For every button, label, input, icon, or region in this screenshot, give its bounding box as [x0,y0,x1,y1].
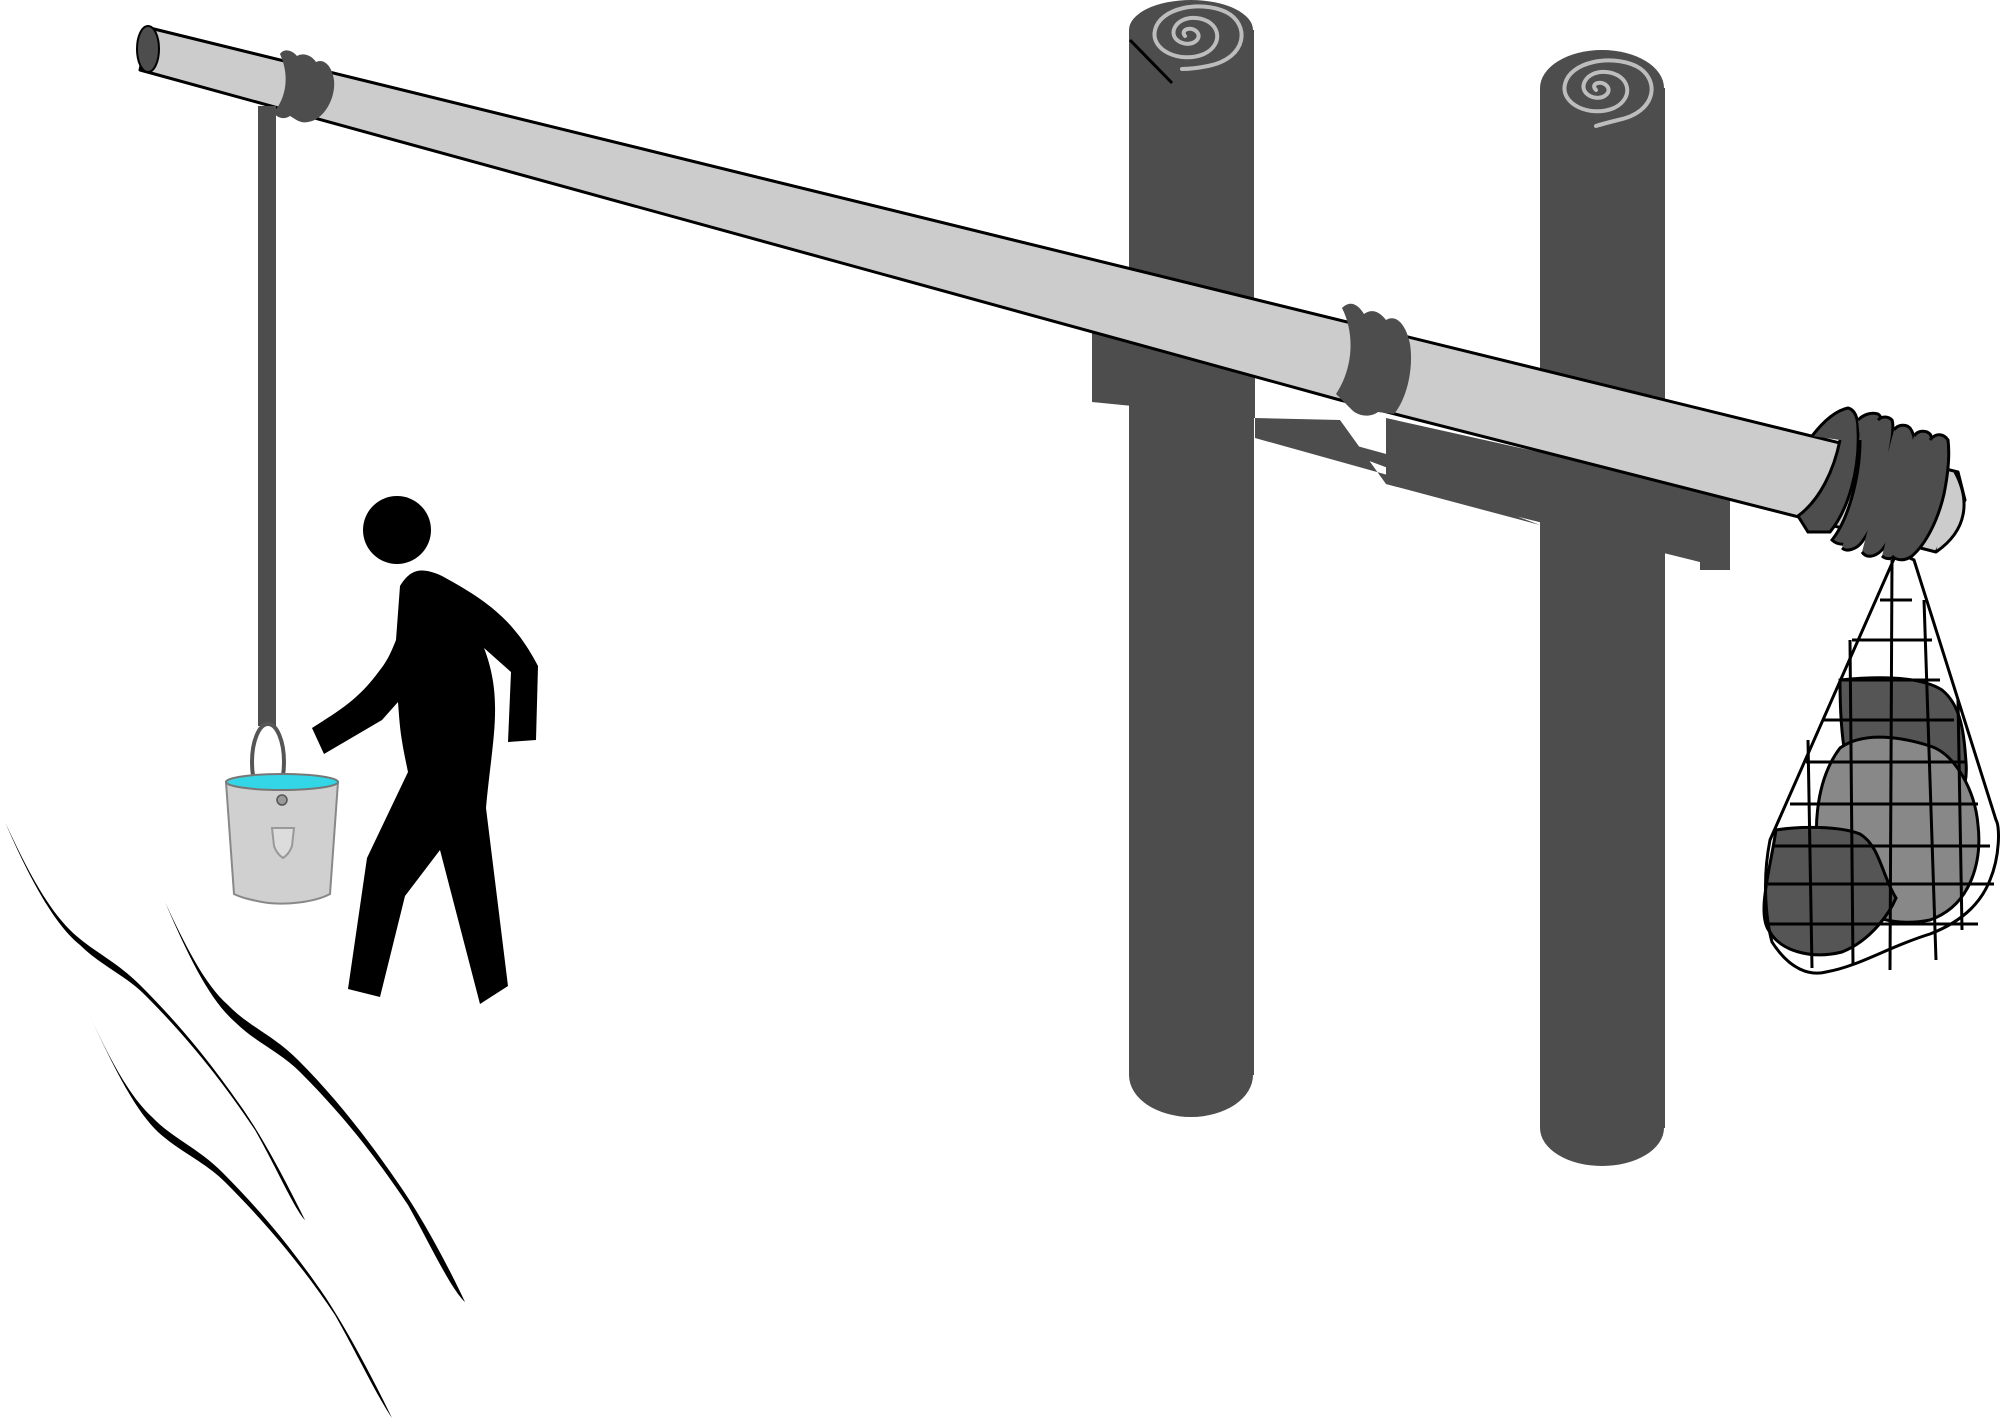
net-line-v4 [1806,739,1814,969]
person-body [312,570,538,1004]
bucket-rivet [276,794,288,806]
bucket-icon [224,722,340,905]
front-post-growth-rings [1562,58,1654,128]
net-line-v1 [1888,559,1894,971]
net-line-v5 [1956,699,1964,931]
beam-binding-pivot [1336,303,1412,416]
bucket-water [225,773,339,791]
back-post-crack [1128,38,1174,85]
ground-stroke-2 [165,902,465,1302]
beam-binding-left [274,50,335,123]
back-post-base [1129,1033,1253,1117]
bucket-rope [258,106,276,726]
person-icon [312,496,538,1004]
bucket-shield-icon [270,827,296,860]
person-head [363,496,431,564]
front-post-base [1540,1090,1664,1166]
back-post-shaft [1129,30,1254,1075]
lever-beam [136,25,1967,554]
coil-6 [1890,433,1951,562]
beam-end-cap [136,25,160,73]
back-post [1128,0,1254,1117]
front-post-top [1540,50,1664,126]
crossbar-front-segment [1386,418,1730,570]
front-post [1540,50,1665,1166]
beam-binding-right [1795,406,1951,562]
ground-stroke-3 [88,1012,392,1418]
net-line-v2 [1922,599,1938,961]
crossbar-left [1092,325,1255,418]
beam-end-right [1935,471,1966,554]
back-post-growth-rings [1152,4,1244,71]
beam-body [138,26,1967,554]
counterweight-net-icon [1762,549,2000,975]
net-mesh [1764,549,2000,975]
front-post-shaft [1540,88,1665,1128]
coil-1 [1795,406,1860,534]
